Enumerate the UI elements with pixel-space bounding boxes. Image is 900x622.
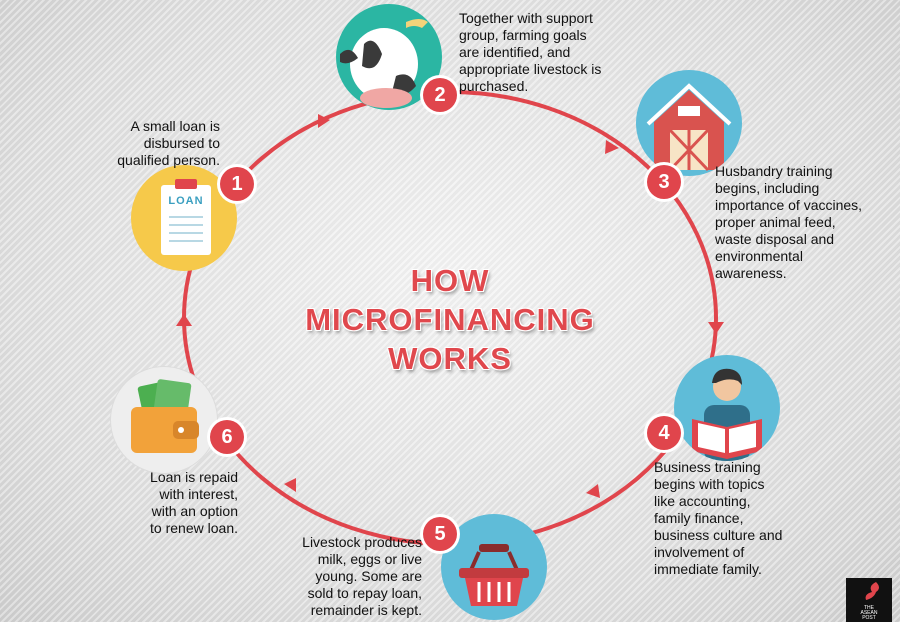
step-3-line: proper animal feed,: [715, 214, 836, 230]
step-2-badge: 2: [423, 78, 457, 112]
step-6-line: with an option: [151, 503, 238, 519]
step-3-line: environmental: [715, 248, 803, 264]
title-line-3: WORKS: [388, 341, 512, 376]
wallet-icon: [110, 366, 218, 474]
arrow-2-to-3: [605, 140, 619, 154]
the-asean-post-logo: THE ASEAN POST: [846, 578, 892, 622]
step-1-line: disbursed to: [143, 135, 220, 151]
logo-text-line: THE: [864, 605, 874, 611]
step-4-line: business culture and: [654, 527, 783, 543]
step-3-line: waste disposal and: [715, 231, 835, 247]
step-2-line: are identified, and: [459, 44, 571, 60]
step-4-description: Business training begins with topics lik…: [654, 459, 834, 578]
step-3-line: begins, including: [715, 180, 820, 196]
step-4-line: involvement of: [654, 544, 745, 560]
loan-icon-label: LOAN: [168, 195, 204, 207]
step-1-description: A small loan is disbursed to qualified p…: [90, 118, 220, 169]
step-4-line: Business training: [654, 459, 761, 475]
arrow-6-to-1: [176, 314, 192, 326]
step-2-line: appropriate livestock is: [459, 61, 602, 77]
step-5-badge: 5: [423, 517, 457, 551]
step-2-line: Together with support: [459, 10, 593, 26]
step-5-line: remainder is kept.: [310, 602, 422, 618]
step-3-line: Husbandry training: [715, 163, 833, 179]
step-3-badge: 3: [647, 165, 681, 199]
cow-icon: [336, 4, 442, 110]
step-4-line: immediate family.: [654, 561, 762, 577]
step-4-line: begins with topics: [654, 476, 765, 492]
step-6-badge: 6: [210, 420, 244, 454]
arrow-3-to-4: [708, 322, 724, 334]
step-5-line: milk, eggs or live: [317, 551, 422, 567]
title-line-2: MICROFINANCING: [305, 302, 595, 337]
basket-icon: [441, 514, 547, 620]
step-4-line: family finance,: [654, 510, 744, 526]
step-5-line: sold to repay loan,: [307, 585, 422, 601]
step-3-line: awareness.: [715, 265, 787, 281]
step-1-line: A small loan is: [130, 118, 220, 134]
step-4-badge: 4: [647, 416, 681, 450]
step-1-line: qualified person.: [117, 152, 220, 168]
arrow-1-to-2: [318, 114, 330, 128]
title-line-1: HOW: [410, 263, 490, 298]
step-2-line: group, farming goals: [459, 27, 587, 43]
step-5-line: Livestock produces: [302, 534, 422, 550]
step-6-description: Loan is repaid with interest, with an op…: [110, 469, 238, 537]
step-5-line: young. Some are: [315, 568, 422, 584]
step-4-line: like accounting,: [654, 493, 751, 509]
logo-text-line: ASEAN: [860, 610, 878, 616]
step-6-line: to renew loan.: [150, 520, 238, 536]
step-1-badge: 1: [220, 167, 254, 201]
step-3-description: Husbandry training begins, including imp…: [715, 163, 895, 282]
step-2-line: purchased.: [459, 78, 529, 94]
arrow-4-to-5: [586, 484, 600, 498]
logo-text-line: POST: [862, 615, 876, 621]
step-2-description: Together with support group, farming goa…: [459, 10, 659, 95]
step-3-line: importance of vaccines,: [715, 197, 863, 213]
bird-logo-icon: [865, 582, 879, 600]
person-reading-icon: [674, 355, 780, 461]
step-6-line: with interest,: [159, 486, 238, 502]
loan-document-icon: LOAN: [131, 165, 237, 271]
step-6-line: Loan is repaid: [150, 469, 238, 485]
arrow-5-to-6: [284, 478, 296, 492]
step-5-description: Livestock produces milk, eggs or live yo…: [270, 534, 422, 619]
barn-icon: [636, 70, 742, 176]
